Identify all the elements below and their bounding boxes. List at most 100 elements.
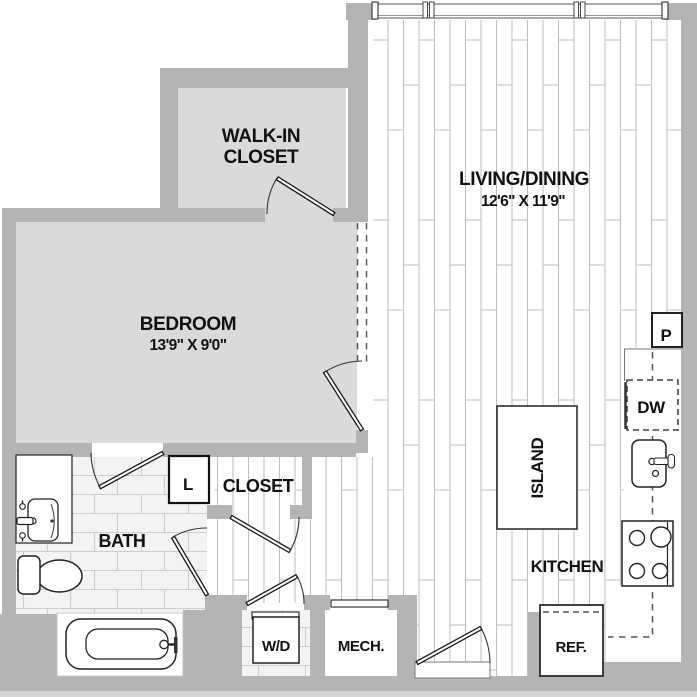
door-bath-from-hall	[170, 527, 210, 597]
burner	[628, 529, 646, 547]
linen-closet-label: L	[183, 475, 193, 494]
wall-segment	[183, 610, 227, 676]
burner	[628, 562, 646, 580]
window-mullion	[580, 1, 586, 19]
bathtub	[56, 612, 184, 677]
wall-segment	[207, 505, 232, 519]
wall-segment	[16, 443, 92, 457]
sink-drain	[651, 469, 660, 478]
wall-segment	[310, 610, 325, 676]
walk-in-closet-label-line2: CLOSET	[224, 147, 299, 168]
kitchen-sink	[631, 439, 676, 488]
dishwasher	[624, 379, 679, 431]
wall-segment	[160, 68, 178, 215]
sink-bowl-curve	[50, 503, 55, 539]
hall-wood-floor	[213, 517, 373, 603]
tub-faucet-flange	[174, 637, 178, 653]
mech-label: MECH.	[338, 638, 385, 655]
linen-closet-box	[167, 454, 211, 505]
wd-unit	[252, 616, 300, 664]
refrigerator	[539, 604, 604, 677]
door-leaf	[229, 514, 292, 554]
walls	[0, 3, 697, 697]
living-dining-dimensions: 12'6" X 11'9"	[481, 193, 565, 210]
refrigerator-box	[539, 604, 604, 677]
window-mullion	[429, 1, 435, 19]
pantry-box	[651, 312, 683, 348]
toilet	[17, 555, 83, 595]
mech-room-floor	[325, 610, 397, 676]
faucet-handle	[667, 453, 676, 469]
door-washer-dryer	[245, 573, 305, 607]
bath-label: BATH	[98, 531, 145, 551]
wall-segment	[346, 3, 376, 20]
wall-segment	[304, 595, 330, 610]
wall-segment	[290, 505, 312, 519]
door-walk-in-closet	[266, 175, 336, 217]
wall-segment	[2, 208, 265, 222]
threshold-box	[414, 661, 491, 679]
bedroom-label: BEDROOM	[140, 314, 236, 335]
dishwasher-label: DW	[637, 398, 666, 417]
closet-label: CLOSET	[223, 476, 294, 496]
kitchen-label: KITCHEN	[531, 557, 604, 576]
island-box	[496, 405, 578, 530]
wall-segment	[227, 610, 242, 676]
kitchen-counter-lower-area	[607, 585, 681, 662]
corridor-wood-floor	[312, 457, 373, 517]
tub-inner	[85, 628, 169, 660]
island-label: ISLAND	[528, 437, 547, 498]
bedroom-dimensions: 13'9" X 9'0"	[150, 337, 227, 354]
wall-segment	[160, 68, 362, 88]
dashed-lines	[356, 223, 654, 638]
wall-segment	[302, 457, 312, 505]
door-leaf	[322, 369, 365, 432]
sink-drain	[50, 519, 54, 523]
door-entry	[415, 625, 491, 666]
labels: WALK-IN CLOSET LIVING/DINING 12'6" X 11'…	[98, 126, 671, 656]
door-leaf	[275, 175, 336, 217]
walk-in-closet-floor	[178, 88, 346, 215]
window-wall	[371, 1, 669, 20]
wall-segment	[681, 18, 697, 691]
counter-dashed-line	[608, 352, 654, 638]
wall-segment	[528, 612, 542, 676]
wall-segment	[333, 208, 368, 222]
wall-segment	[664, 3, 697, 20]
living-dining-label: LIVING/DINING	[459, 169, 589, 190]
window-end-cap	[371, 1, 379, 20]
dishwasher-outline	[626, 379, 679, 431]
burner	[651, 562, 669, 580]
bedroom-floor	[16, 222, 357, 443]
toilet-bowl	[36, 559, 83, 593]
faucet-handle	[19, 503, 26, 510]
stove	[621, 520, 674, 587]
pantry-cabinet	[651, 312, 683, 348]
window-mullion	[573, 1, 579, 19]
wall-segment	[0, 676, 697, 691]
window-end-cap	[661, 1, 669, 20]
bath-vanity	[15, 454, 73, 544]
walk-in-closet-doorway-floor	[265, 206, 333, 222]
wall-segment	[2, 208, 16, 614]
door-leaf	[415, 625, 483, 666]
wall-segment	[205, 595, 247, 610]
wall-segment	[348, 18, 368, 222]
burner	[650, 526, 672, 548]
door-closet	[229, 514, 300, 554]
door-leaf	[170, 535, 210, 597]
wall-segment	[163, 443, 356, 457]
toilet-tank	[17, 555, 41, 595]
wall-shadow-strip	[0, 691, 697, 697]
washer-dryer-label: W/D	[262, 638, 291, 655]
entry-threshold	[414, 661, 491, 679]
refrigerator-label: REF.	[556, 639, 587, 656]
faucet-spout	[16, 516, 34, 526]
wall-segment	[356, 430, 368, 453]
door-bedroom	[322, 360, 365, 432]
walk-in-closet-label-line1: WALK-IN	[222, 126, 300, 147]
linen-box	[167, 454, 211, 505]
mech-panel	[330, 599, 389, 608]
